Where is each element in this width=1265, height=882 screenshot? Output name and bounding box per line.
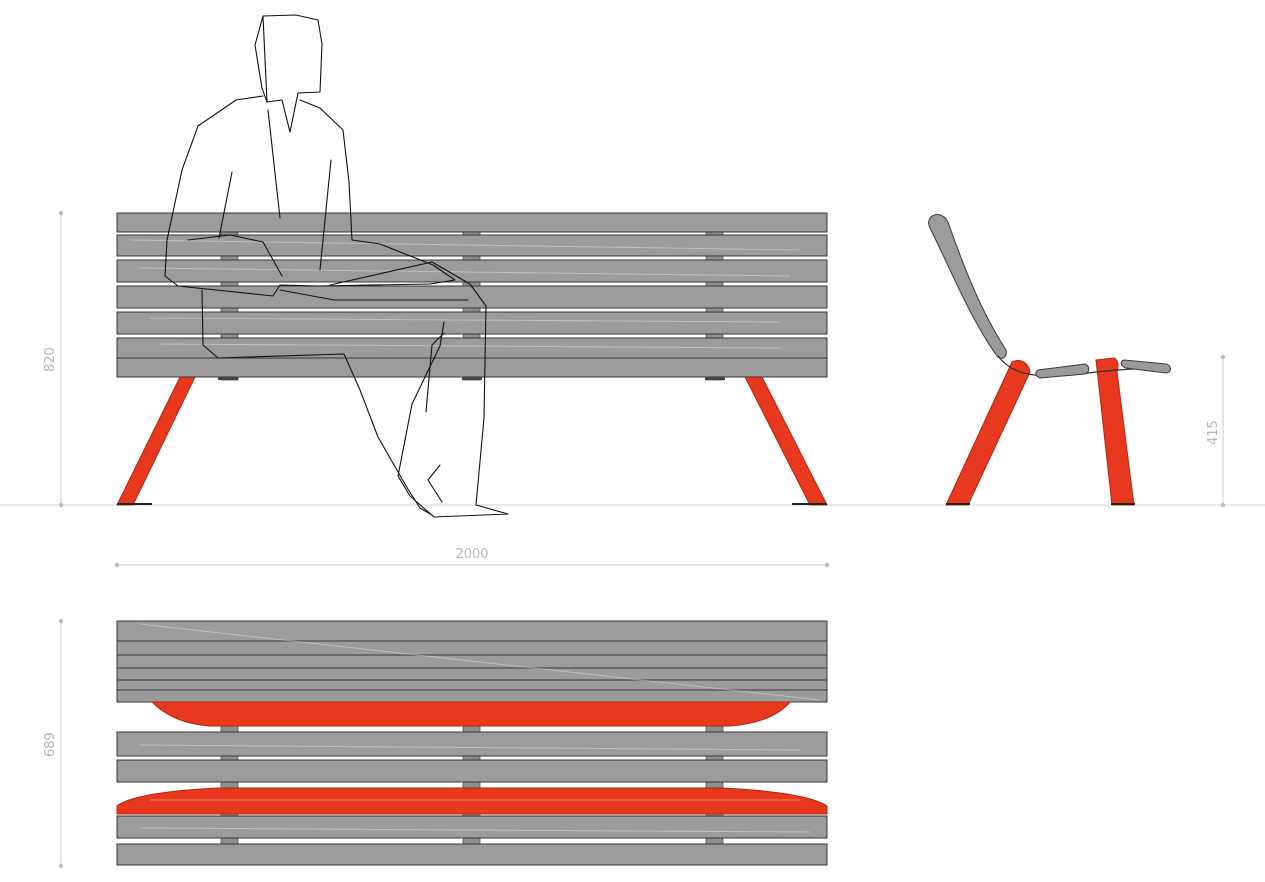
top-frame-rear <box>150 701 792 727</box>
top-back-slat-1 <box>116 620 828 642</box>
dimension-seat-height: 415 <box>1206 354 1226 508</box>
front-slat-2 <box>116 234 828 257</box>
front-slat-7 <box>116 357 828 378</box>
side-leg-front <box>1095 357 1135 506</box>
dimension-height-total: 820 <box>43 210 64 508</box>
top-seat-slat-1 <box>116 731 828 757</box>
side-backrest <box>928 214 1007 359</box>
side-seat-slat-2 <box>1120 359 1171 374</box>
side-seat-slat-1 <box>1035 363 1090 379</box>
top-back-slat-6 <box>116 689 828 703</box>
top-seat-slat-3 <box>116 815 828 839</box>
dimension-label-689: 689 <box>43 732 58 757</box>
front-slat-4 <box>116 285 828 309</box>
top-back-slat-4 <box>116 667 828 681</box>
front-leg-left <box>116 376 196 506</box>
dimension-label-415: 415 <box>1206 420 1221 445</box>
side-view <box>928 214 1171 506</box>
top-frame-front <box>116 787 828 815</box>
top-seat-slat-2 <box>116 759 828 783</box>
front-slat-1 <box>116 212 828 233</box>
human-figure-outline <box>164 14 509 518</box>
dimension-label-820: 820 <box>43 347 58 372</box>
front-slat-5 <box>116 311 828 335</box>
front-slat-3 <box>116 259 828 283</box>
dimension-label-2000: 2000 <box>455 547 488 562</box>
front-view <box>116 212 828 506</box>
top-view <box>116 620 828 866</box>
dimension-depth: 689 <box>43 618 64 869</box>
top-seat-slat-4 <box>116 843 828 866</box>
top-back-slat-2 <box>116 640 828 656</box>
front-leg-right <box>744 376 828 506</box>
dimension-length: 2000 <box>114 547 830 568</box>
side-leg-back <box>945 359 1031 506</box>
